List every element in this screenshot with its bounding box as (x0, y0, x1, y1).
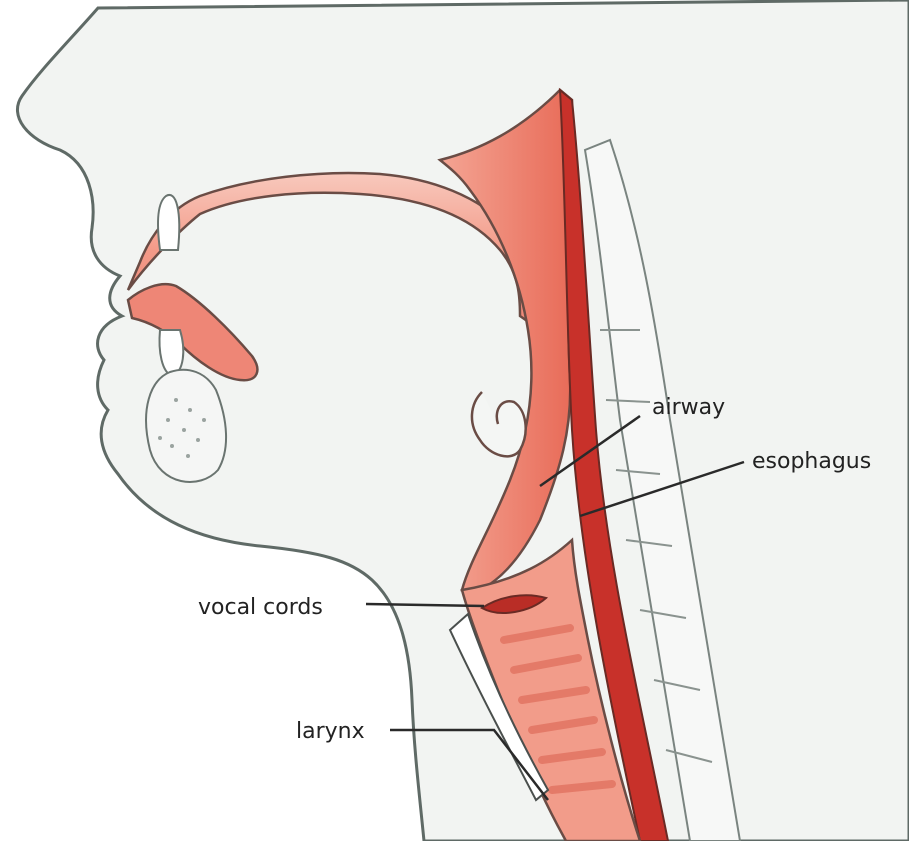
label-vocal-cords: vocal cords (198, 595, 323, 620)
label-esophagus: esophagus (752, 449, 871, 474)
label-larynx: larynx (296, 719, 365, 744)
jaw-bone (146, 370, 226, 482)
label-airway: airway (652, 395, 725, 420)
upper-tooth (158, 195, 179, 250)
